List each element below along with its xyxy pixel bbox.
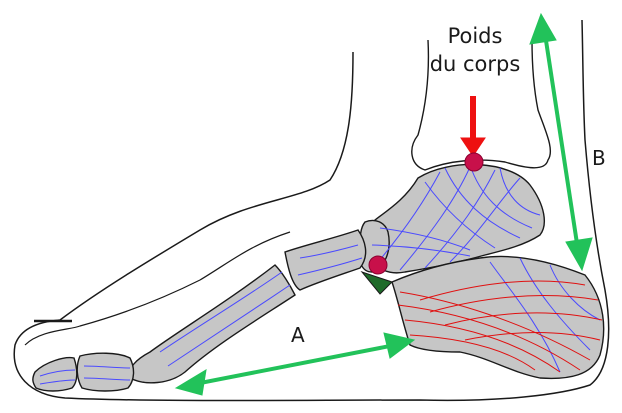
label-a: A	[291, 323, 305, 347]
label-b: B	[592, 146, 606, 170]
joint-dot-navicular	[369, 256, 387, 274]
distal-phalanx-bone	[33, 358, 77, 391]
metatarsal-bone	[285, 230, 366, 290]
title-line-1: Poids	[405, 24, 545, 48]
ligament-wedge	[362, 272, 392, 294]
title-line-2: du corps	[405, 52, 545, 76]
proximal-phalanx-bone	[77, 353, 133, 391]
joint-dot-ankle	[465, 153, 483, 171]
long-metatarsal-bone	[130, 265, 295, 383]
